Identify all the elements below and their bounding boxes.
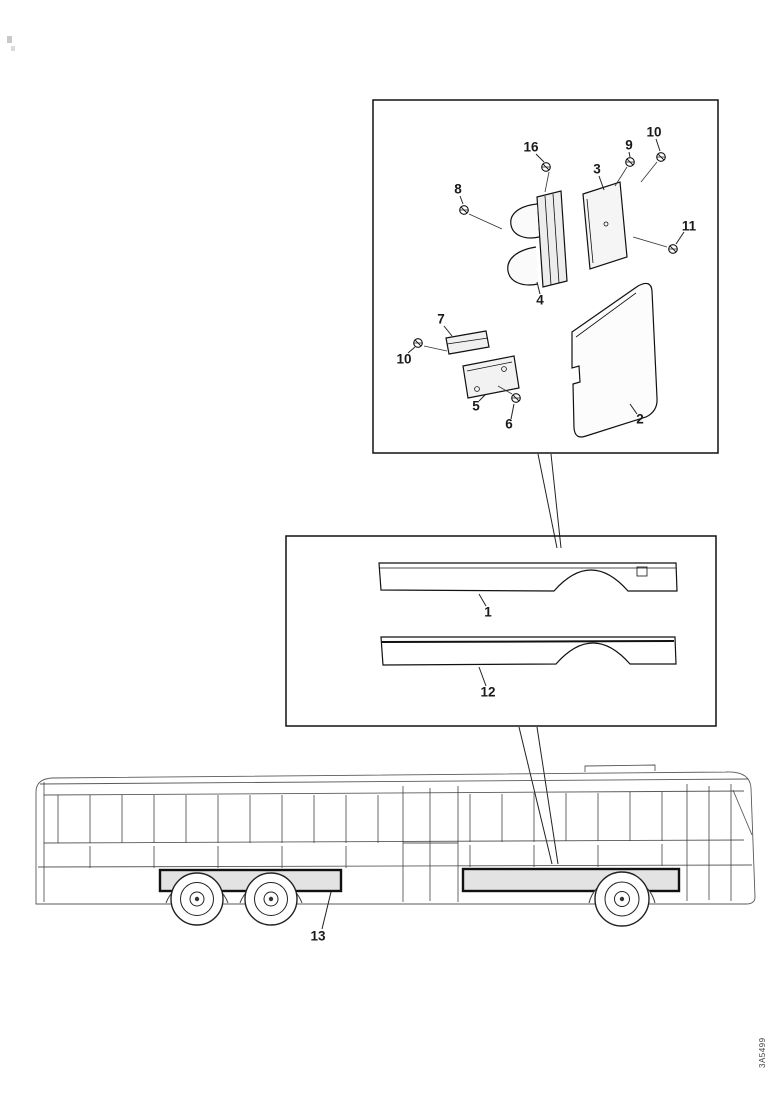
callout-7: 7	[437, 312, 445, 327]
wheel-rear-1	[170, 872, 224, 926]
skirt-top-line	[37, 864, 753, 868]
wheel-front	[594, 871, 650, 927]
callout-2: 2	[636, 412, 644, 427]
mid-door	[402, 786, 459, 902]
bolt-11-icon	[668, 244, 678, 254]
wheels	[165, 871, 656, 927]
bus-drawing: 13	[35, 764, 756, 944]
callout-11: 11	[682, 219, 697, 234]
part-4-hinge-bracket	[507, 190, 568, 288]
callout-10-top: 10	[646, 125, 661, 140]
bus-callouts: 13	[310, 891, 332, 944]
panel-box-frame	[285, 535, 717, 727]
callout-16: 16	[523, 140, 539, 155]
part-3-plate	[582, 181, 628, 270]
bolt-16-icon	[541, 162, 551, 172]
bolt-9-icon	[625, 157, 635, 167]
body-seams	[89, 844, 663, 868]
part-1-skirt-panel	[378, 562, 678, 592]
connector-detail-to-panel	[537, 453, 562, 549]
bus-body-outline	[35, 771, 756, 905]
figure-code: 3A5499	[758, 1037, 767, 1068]
callout-10-left: 10	[396, 352, 411, 367]
bolt-8-icon	[459, 205, 469, 215]
front-door	[686, 784, 732, 901]
callout-8: 8	[454, 182, 462, 197]
detail-box-frame	[372, 99, 719, 454]
roof-line	[39, 778, 749, 785]
part-2-panel	[571, 282, 658, 438]
callout-6: 6	[505, 417, 513, 432]
bolt-10-top-icon	[656, 152, 666, 162]
callout-1: 1	[484, 605, 492, 620]
part-7-bracket	[445, 330, 490, 355]
callout-13: 13	[310, 929, 326, 944]
fasteners	[413, 152, 678, 403]
bolt-6-icon	[511, 393, 521, 403]
callout-5: 5	[472, 399, 480, 414]
window-mullions	[57, 792, 663, 843]
callout-9: 9	[625, 138, 633, 153]
bolt-10-left-icon	[413, 338, 423, 348]
detail-callouts: 16 9 10 3 8 11 4 7 10 5 6 2	[396, 125, 696, 432]
connector-panel-to-bus	[518, 726, 559, 865]
part-5-plate	[462, 355, 520, 399]
wheel-rear-2	[244, 872, 298, 926]
panel-callouts: 1 12	[478, 593, 496, 700]
window-band	[43, 790, 745, 844]
roof-unit	[584, 764, 656, 772]
callout-3: 3	[593, 162, 601, 177]
windshield-line	[732, 789, 753, 836]
callout-12: 12	[480, 685, 495, 700]
part-12-trim-strip	[380, 636, 677, 666]
panel-box: 1 12	[285, 535, 717, 727]
scan-artifact	[7, 36, 15, 51]
detail-box: 16 9 10 3 8 11 4 7 10 5 6 2	[372, 99, 719, 454]
callout-4: 4	[536, 293, 544, 308]
